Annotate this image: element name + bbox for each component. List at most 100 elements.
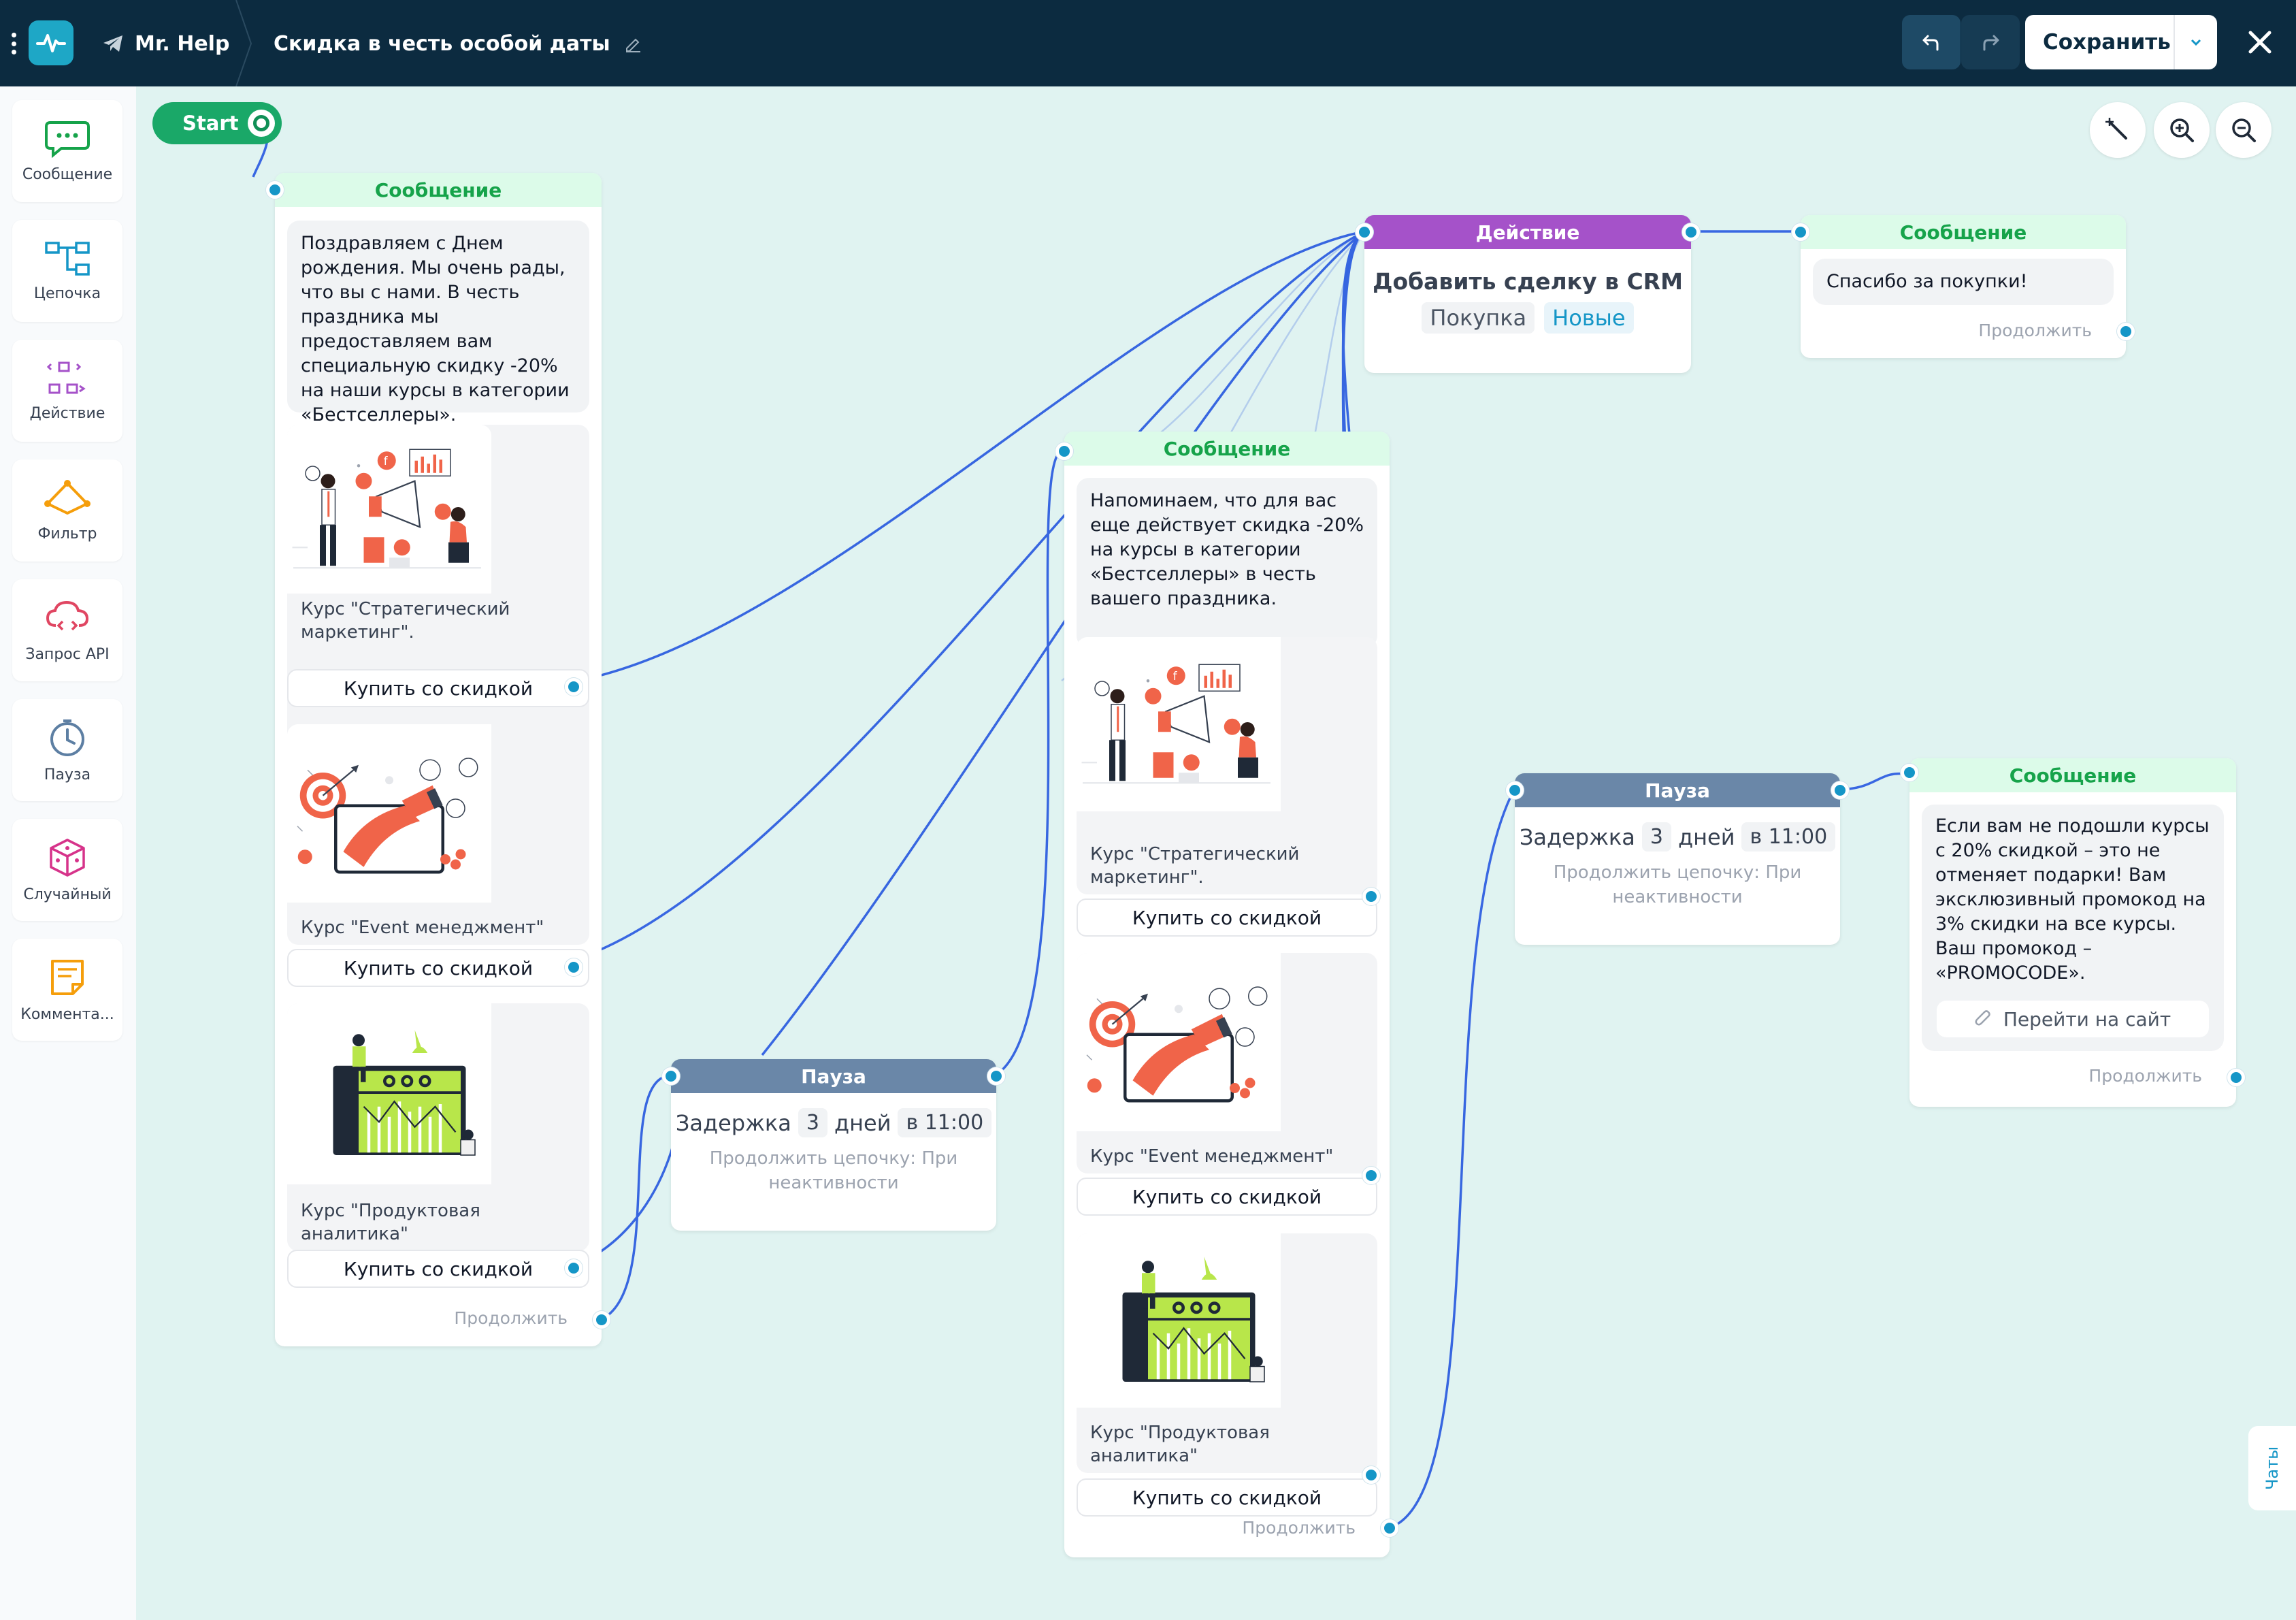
app-logo[interactable]: [29, 20, 73, 65]
marketing-illustration: [287, 425, 491, 594]
save-dropdown[interactable]: [2174, 15, 2217, 69]
message-text: Напоминаем, что для вас еще действует ск…: [1077, 478, 1377, 648]
paperclip-icon: [1975, 1010, 1990, 1026]
output-port[interactable]: [1362, 888, 1380, 905]
sidebar-item-random[interactable]: Случайный: [12, 819, 122, 921]
card-analytics: Курс "Продуктовая аналитика": [1077, 1233, 1377, 1473]
message-node-thanks[interactable]: Сообщение Спасибо за покупки! Продолжить: [1792, 215, 2135, 358]
pause-node-2[interactable]: Пауза Задержка 3 дней в 11:00 Продолжить…: [1506, 773, 1849, 945]
zoom-out-icon: [2232, 118, 2256, 142]
message-node-promocode[interactable]: Сообщение Если вам не подошли курсы с 20…: [1901, 758, 2245, 1107]
output-port[interactable]: [1362, 1167, 1380, 1184]
zoom-out-button[interactable]: [2216, 102, 2272, 158]
close-button[interactable]: [2236, 15, 2284, 69]
node-header[interactable]: Сообщение: [1801, 215, 2126, 249]
node-header[interactable]: Пауза: [671, 1059, 996, 1093]
node-header[interactable]: Пауза: [1515, 773, 1840, 807]
close-icon: [2248, 31, 2272, 54]
buy-discount-button[interactable]: Купить со скидкой: [1077, 898, 1377, 937]
note-icon: [51, 959, 84, 995]
wire: [1388, 789, 1515, 1529]
output-port[interactable]: [565, 958, 583, 976]
node-header[interactable]: Сообщение: [1909, 758, 2236, 792]
buy-discount-button[interactable]: Купить со скидкой: [1077, 1478, 1377, 1517]
sidebar-item-action[interactable]: Действие: [12, 340, 122, 442]
message-node-reminder[interactable]: Сообщение Напоминаем, что для вас еще де…: [1055, 432, 1398, 1557]
buy-discount-button[interactable]: Купить со скидкой: [287, 949, 589, 987]
buy-discount-button[interactable]: Купить со скидкой: [287, 1250, 589, 1288]
continue-port[interactable]: [593, 1311, 610, 1329]
zoom-in-icon: [2170, 118, 2194, 142]
wire: [598, 1074, 672, 1322]
output-port[interactable]: [987, 1067, 1005, 1085]
clock-icon: [50, 719, 84, 756]
sidebar-item-label: Действие: [29, 404, 105, 422]
pause-delay: Задержка 3 дней в 11:00: [1515, 822, 1840, 852]
action-node-crm[interactable]: Действие Добавить сделку в CRM Покупка Н…: [1356, 215, 1700, 373]
edit-pencil-icon[interactable]: [624, 35, 642, 52]
node-header[interactable]: Действие: [1364, 215, 1691, 249]
marketing-illustration: [1077, 637, 1281, 811]
pause-node-1[interactable]: Пауза Задержка 3 дней в 11:00 Продолжить…: [662, 1059, 1005, 1231]
output-port[interactable]: [1682, 223, 1700, 241]
message-node-birthday[interactable]: Сообщение Поздравляем с Днем рождения. М…: [266, 173, 610, 1346]
auto-arrange-button[interactable]: [2090, 102, 2146, 158]
continue-port[interactable]: [1381, 1519, 1398, 1537]
chats-tab-label: Чаты: [2263, 1446, 2282, 1491]
card-caption: Курс "Стратегический маркетинг".: [1090, 844, 1300, 888]
sidebar-item-api[interactable]: Запрос API: [12, 579, 122, 681]
chain-title-text: Скидка в честь особой даты: [274, 31, 610, 56]
input-port[interactable]: [1792, 223, 1809, 241]
output-port[interactable]: [1831, 781, 1849, 799]
pause-condition: Продолжить цепочку: При неактивности: [1553, 862, 1802, 907]
analytics-illustration: [287, 1003, 491, 1184]
buy-discount-button[interactable]: Купить со скидкой: [1077, 1178, 1377, 1216]
input-port[interactable]: [1901, 764, 1918, 781]
sidebar-item-comment[interactable]: Коммента...: [12, 939, 122, 1041]
link-button[interactable]: Перейти на сайт: [1937, 1001, 2209, 1037]
buy-discount-button[interactable]: Купить со скидкой: [287, 669, 589, 707]
button-label: Купить со скидкой: [1132, 1486, 1322, 1509]
output-port[interactable]: [1362, 1466, 1380, 1484]
continue-label: Продолжить: [1978, 321, 2092, 340]
undo-button[interactable]: [1902, 15, 1961, 69]
sidebar-item-message[interactable]: Сообщение: [12, 100, 122, 202]
menu-dots-icon[interactable]: [11, 33, 16, 54]
zoom-in-button[interactable]: [2154, 102, 2210, 158]
delay-time: в 11:00: [1741, 822, 1836, 852]
filter-icon: [44, 479, 91, 515]
analytics-illustration: [1077, 1233, 1281, 1408]
sidebar-item-chain[interactable]: Цепочка: [12, 220, 122, 322]
continue-port[interactable]: [2117, 323, 2135, 340]
node-header[interactable]: Сообщение: [1064, 432, 1390, 466]
output-port[interactable]: [565, 1259, 583, 1277]
wire: [994, 450, 1064, 1077]
chats-tab[interactable]: Чаты: [2248, 1426, 2296, 1510]
delay-time: в 11:00: [898, 1108, 992, 1137]
sidebar-item-filter[interactable]: Фильтр: [12, 459, 122, 562]
tag-new: Новые: [1544, 302, 1634, 334]
start-node[interactable]: Start: [152, 102, 282, 144]
button-label: Купить со скидкой: [343, 1257, 534, 1280]
output-port[interactable]: [565, 678, 583, 696]
cloud-api-icon: [46, 600, 89, 630]
bot-selector[interactable]: Mr. Help: [102, 27, 229, 60]
delay-label: Задержка: [675, 1109, 791, 1136]
input-port[interactable]: [662, 1067, 680, 1085]
chain-title[interactable]: Скидка в честь особой даты: [274, 27, 642, 60]
input-port[interactable]: [1356, 223, 1373, 241]
node-header[interactable]: Сообщение: [275, 173, 602, 207]
sidebar-item-pause[interactable]: Пауза: [12, 699, 122, 801]
input-port[interactable]: [1506, 781, 1524, 799]
start-port[interactable]: [248, 110, 275, 137]
magic-wand-icon: [2105, 118, 2127, 140]
delay-label: Задержка: [1519, 824, 1635, 850]
redo-button[interactable]: [1961, 15, 2020, 69]
continue-port[interactable]: [2227, 1069, 2245, 1086]
delay-value: 3: [1641, 822, 1671, 852]
input-port[interactable]: [266, 181, 284, 199]
input-port[interactable]: [1055, 442, 1073, 460]
delay-unit: дней: [1677, 824, 1735, 850]
save-button[interactable]: Сохранить: [2025, 15, 2217, 69]
breadcrumb-separator: [235, 0, 252, 86]
